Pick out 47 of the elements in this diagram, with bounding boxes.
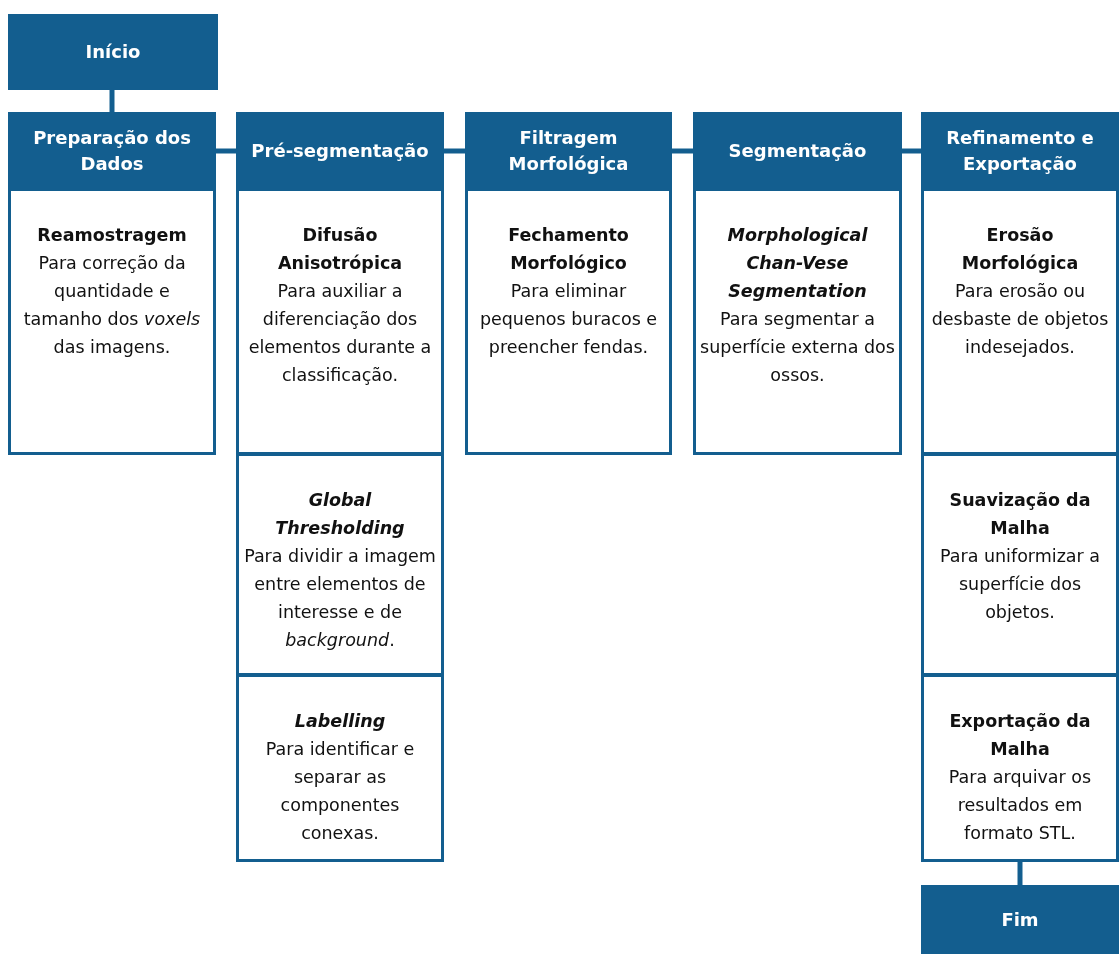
step-card xyxy=(8,188,216,455)
step-title: Filtragem Morfológica xyxy=(507,126,630,176)
connector-line xyxy=(902,148,921,154)
step-card xyxy=(236,453,444,676)
step-card xyxy=(693,188,902,455)
step-title: Refinamento e Exportação xyxy=(945,126,1095,176)
step-title: Segmentação xyxy=(728,139,867,163)
method-title: Erosão Morfológica xyxy=(960,224,1080,275)
method-title: Global Thresholding xyxy=(274,489,406,540)
method-description: Para erosão ou desbaste de objetos indesejados. xyxy=(930,280,1110,359)
step-card xyxy=(921,674,1119,862)
method-title: Exportação da Malha xyxy=(948,710,1092,761)
method-description: Para dividir a imagem entre elementos de interesse e de background. xyxy=(243,545,437,652)
method-title: Labelling xyxy=(294,710,386,733)
step-title: Fim xyxy=(1001,907,1039,932)
step-header xyxy=(465,112,672,190)
step-card xyxy=(921,188,1119,455)
connector-line xyxy=(1017,862,1023,885)
method-description: Para segmentar a superfície externa dos ossos. xyxy=(700,308,895,387)
connector-line xyxy=(672,148,693,154)
step-card xyxy=(236,188,444,455)
connector-line xyxy=(444,148,465,154)
step-title: Preparação dos Dados xyxy=(32,126,192,176)
step-card xyxy=(236,674,444,862)
step-card xyxy=(465,188,672,455)
method-description: Para uniformizar a superfície dos objetos. xyxy=(938,545,1102,624)
method-description: Para identificar e separar as componentes conexas. xyxy=(264,738,416,845)
step-header xyxy=(693,112,902,190)
method-description: Para auxiliar a diferenciação dos elementos durante a classificação. xyxy=(247,280,433,387)
step-title: Pré-segmentação xyxy=(251,139,429,163)
method-title: Reamostragem xyxy=(37,224,187,247)
connector-line xyxy=(216,148,236,154)
connector-line xyxy=(109,90,115,112)
method-title: Fechamento Morfológico xyxy=(507,224,630,275)
method-description: Para arquivar os resultados em formato STL. xyxy=(947,766,1093,845)
method-description: Para eliminar pequenos buracos e preencher fendas. xyxy=(478,280,659,359)
step-header xyxy=(236,112,444,190)
end-box xyxy=(921,885,1119,954)
start-box xyxy=(8,14,218,90)
step-card xyxy=(921,453,1119,676)
method-title: Morphological Chan-Vese Segmentation xyxy=(726,224,869,303)
step-header xyxy=(921,112,1119,190)
method-title: Suavização da Malha xyxy=(948,489,1092,540)
step-header xyxy=(8,112,216,190)
method-title: Difusão Anisotrópica xyxy=(276,224,404,275)
step-title: Início xyxy=(85,40,141,64)
method-description: Para correção da quantidade e tamanho dos voxels das imagens. xyxy=(22,252,202,359)
